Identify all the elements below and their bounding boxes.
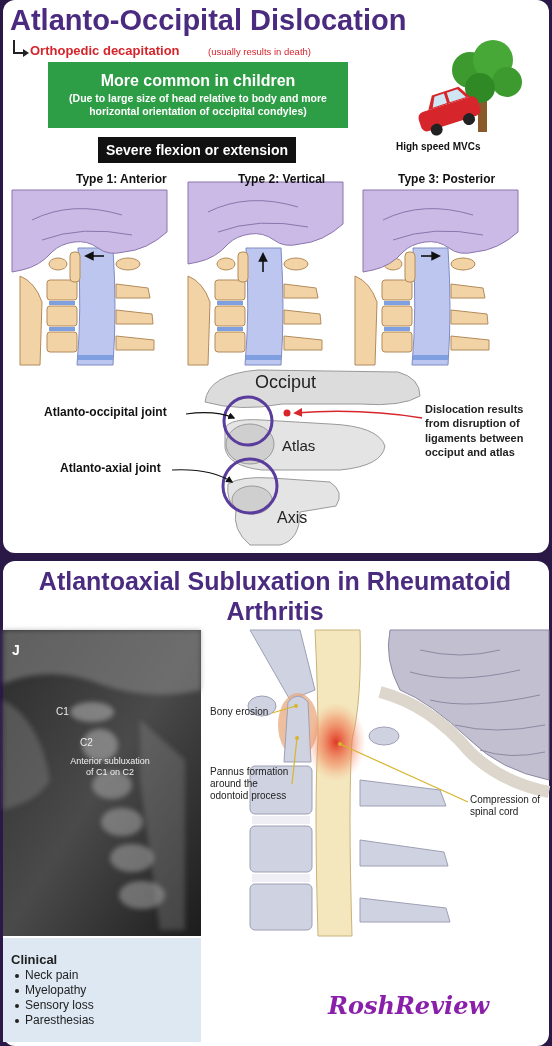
callout-note: Dislocation results from disruption of l… <box>425 402 547 459</box>
xray-image <box>140 720 185 930</box>
bone-illustration <box>295 411 422 418</box>
ra-illustration <box>292 738 297 784</box>
panel-background <box>3 0 549 1046</box>
ra-illustration <box>360 840 448 866</box>
ra-illustration <box>295 736 299 740</box>
bone-illustration <box>172 470 232 482</box>
joint-label: Atlanto-occipital joint <box>44 405 167 419</box>
ra-illustration <box>294 704 298 708</box>
xray-image <box>101 808 143 836</box>
bone-label: Axis <box>277 508 307 527</box>
part-label: Bony erosion <box>210 706 268 718</box>
ra-illustration <box>272 706 296 713</box>
xray-image <box>110 844 154 872</box>
panel-background <box>3 561 549 1046</box>
bone-illustration <box>224 397 272 445</box>
crash-icon <box>413 82 484 139</box>
crash-icon <box>430 87 466 107</box>
ra-illustration <box>380 692 549 792</box>
type-3-illustration <box>355 190 518 365</box>
subtitle-arrow <box>23 49 29 57</box>
subtitle: Orthopedic decapitation <box>30 43 180 59</box>
type-2-illustration <box>188 248 322 365</box>
part-label: Compression of spinal cord <box>470 794 548 818</box>
crash-icon <box>461 112 476 127</box>
xray-image <box>3 630 201 695</box>
xray-note: Anterior subluxation of C1 on C2 <box>68 756 152 778</box>
subtitle-arrow <box>14 40 29 57</box>
type-1-illustration <box>12 190 167 272</box>
type-label: Type 1: Anterior <box>76 172 167 186</box>
type-2-illustration <box>188 182 343 264</box>
type-2-illustration <box>262 254 264 272</box>
vertebra-label: C1 <box>56 706 69 718</box>
ra-illustration <box>250 630 315 700</box>
type-1-illustration <box>12 190 167 365</box>
part-label: Pannus formation around the odontoid pro… <box>210 766 290 802</box>
ra-illustration <box>248 630 549 936</box>
xray-image <box>3 630 201 936</box>
ra-illustration <box>360 780 446 806</box>
ra-illustration <box>410 650 545 756</box>
bone-illustration <box>284 410 291 417</box>
clinical-box: ClinicalNeck painMyelopathySensory lossP… <box>3 938 201 1042</box>
bone-label: Occiput <box>255 372 316 394</box>
crash-icon <box>429 122 444 137</box>
mechanism-box: Severe flexion or extension <box>98 137 296 163</box>
bone-illustration <box>223 459 277 513</box>
ra-illustration <box>315 630 360 936</box>
type-2-illustration <box>188 182 343 365</box>
panel-background <box>3 0 549 553</box>
vertebra-label: C2 <box>80 737 93 749</box>
joint-label: Atlanto-axial joint <box>60 461 161 475</box>
subtitle-note: (usually results in death) <box>208 46 311 57</box>
ra-illustration <box>250 884 312 930</box>
crash-icon <box>413 40 522 140</box>
type-1-illustration <box>86 255 104 257</box>
xray-image <box>3 630 201 930</box>
type-label: Type 2: Vertical <box>238 172 325 186</box>
section-title: Atlantoaxial Subluxation in Rheumatoid A… <box>30 566 520 626</box>
box-text: (Due to large size of head relative to b… <box>56 92 340 118</box>
xray-image <box>3 630 201 936</box>
box-text: Myelopathy <box>11 983 193 998</box>
diagram-title: Atlanto-Occipital Dislocation <box>10 3 406 38</box>
xray-image <box>3 700 50 810</box>
type-label: Type 3: Posterior <box>398 172 495 186</box>
xray-image <box>70 702 114 722</box>
icon-caption: High speed MVCs <box>396 141 480 153</box>
crash-icon <box>492 67 522 97</box>
ra-illustration <box>306 702 366 782</box>
ra-illustration <box>369 727 399 745</box>
bone-illustration <box>205 370 420 408</box>
bone-label: Atlas <box>282 437 315 455</box>
ra-illustration <box>284 696 311 762</box>
box-heading: More common in children <box>56 71 340 92</box>
watermark: RoshReview <box>328 992 489 1021</box>
bone-illustration <box>186 413 234 418</box>
ra-illustration <box>340 744 468 802</box>
box-text: Neck pain <box>11 968 193 983</box>
type-1-illustration <box>20 248 154 365</box>
ra-illustration <box>252 816 310 824</box>
ra-illustration <box>252 874 310 882</box>
box-text: Sensory loss <box>11 998 193 1013</box>
box-heading: Clinical <box>11 952 193 969</box>
crash-icon <box>424 84 470 110</box>
bone-illustration <box>172 370 422 545</box>
ra-illustration <box>338 742 342 746</box>
box-text: Paresthesias <box>11 1013 193 1028</box>
ra-illustration <box>250 826 312 872</box>
type-3-illustration <box>421 255 439 257</box>
ra-illustration <box>360 898 450 922</box>
type-3-illustration <box>363 190 518 272</box>
xray-marker: J <box>12 642 20 659</box>
info-box: More common in children(Due to large siz… <box>48 62 348 128</box>
box-heading: Severe flexion or extension <box>102 141 292 159</box>
